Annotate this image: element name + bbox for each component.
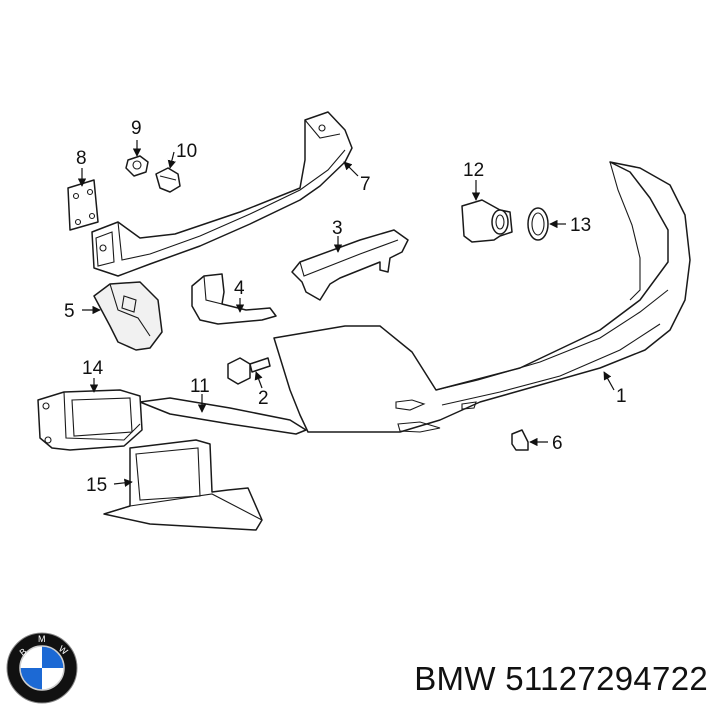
leader-7	[343, 161, 359, 177]
part-plate	[67, 179, 99, 231]
part-cover-panel	[103, 439, 263, 531]
part-clip	[511, 429, 529, 451]
callout-4: 4	[234, 278, 245, 299]
part-parking-sensor	[461, 199, 513, 243]
part-nut	[125, 155, 149, 177]
part-side-bracket	[93, 281, 163, 351]
callout-5: 5	[64, 301, 75, 322]
callout-13: 13	[570, 215, 591, 236]
callout-10: 10	[176, 141, 197, 162]
bmw-logo: B M W	[6, 632, 78, 704]
part-bracket-center	[191, 273, 277, 325]
part-screw	[227, 357, 271, 385]
part-radar-sensor	[37, 389, 143, 451]
callout-11: 11	[190, 376, 210, 397]
leader-lines	[77, 140, 615, 488]
callout-8: 8	[76, 148, 87, 169]
callout-1: 1	[616, 386, 627, 407]
callout-7: 7	[360, 174, 371, 195]
part-bumper-cover	[273, 161, 691, 433]
part-bracket-right	[291, 229, 409, 301]
svg-text:B: B	[18, 646, 29, 658]
leader-15	[113, 478, 133, 488]
part-sensor-ring	[527, 207, 549, 241]
leader-1	[603, 371, 615, 391]
callout-6: 6	[552, 433, 563, 454]
callout-15: 15	[86, 475, 107, 496]
callout-3: 3	[332, 218, 343, 239]
leader-2	[254, 371, 263, 389]
callout-14: 14	[82, 358, 104, 379]
callout-9: 9	[131, 118, 142, 139]
part-bolt	[155, 167, 181, 193]
leader-10	[167, 151, 176, 169]
part-trim-strip	[139, 397, 307, 435]
callout-2: 2	[258, 388, 269, 409]
part-reinforcement-bar	[91, 111, 353, 277]
svg-text:M: M	[38, 634, 46, 644]
callout-12: 12	[463, 160, 484, 181]
callouts: 1 2 3 4 5 6 7 8 9 10 11 12 13 14 15	[64, 118, 627, 496]
part-number-label: BMW 51127294722	[414, 660, 708, 697]
